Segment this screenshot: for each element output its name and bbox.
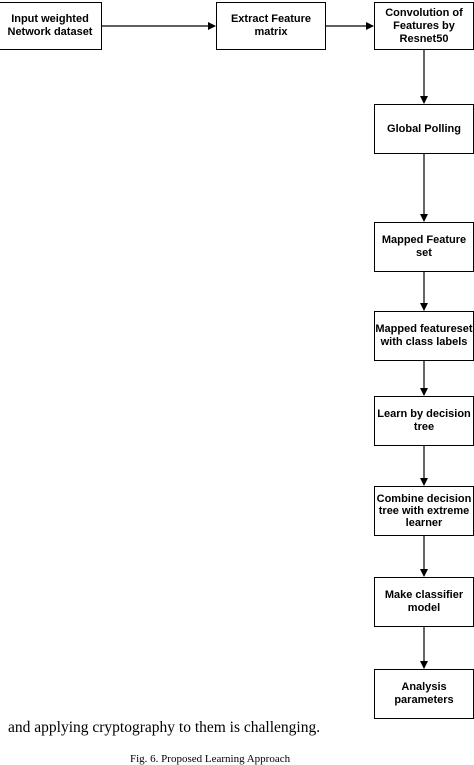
node-extract-feature-matrix: Extract Feature matrix — [216, 2, 326, 50]
node-analysis-parameters: Analysis parameters — [374, 669, 474, 719]
node-make-classifier-model: Make classifier model — [374, 577, 474, 627]
node-label: Combine decision tree with extreme learn… — [376, 493, 472, 529]
node-mapped-featureset-class-labels: Mapped featureset with class labels — [374, 311, 474, 361]
body-text: and applying cryptography to them is cha… — [8, 719, 321, 736]
node-learn-by-decision-tree: Learn by decision tree — [374, 396, 474, 446]
node-global-polling: Global Polling — [374, 104, 474, 154]
figure-caption: Fig. 6. Proposed Learning Approach — [130, 753, 291, 765]
node-label: Extract Feature matrix — [230, 13, 312, 38]
node-label: Learn by decision tree — [377, 408, 471, 433]
node-label: Mapped featureset with class labels — [375, 323, 473, 348]
node-label: Global Polling — [387, 122, 461, 135]
node-label: Input weighted Network dataset — [7, 13, 93, 38]
node-input-weighted-network-dataset: Input weighted Network dataset — [0, 2, 102, 50]
node-label: Mapped Feature set — [381, 234, 467, 259]
node-label: Make classifier model — [384, 589, 464, 614]
node-label: Analysis parameters — [394, 681, 454, 706]
node-combine-decision-tree-extreme-learner: Combine decision tree with extreme learn… — [374, 486, 474, 536]
node-convolution-resnet50: Convolution of Features by Resnet50 — [374, 2, 474, 50]
node-label: Convolution of Features by Resnet50 — [385, 6, 463, 45]
node-mapped-feature-set: Mapped Feature set — [374, 222, 474, 272]
